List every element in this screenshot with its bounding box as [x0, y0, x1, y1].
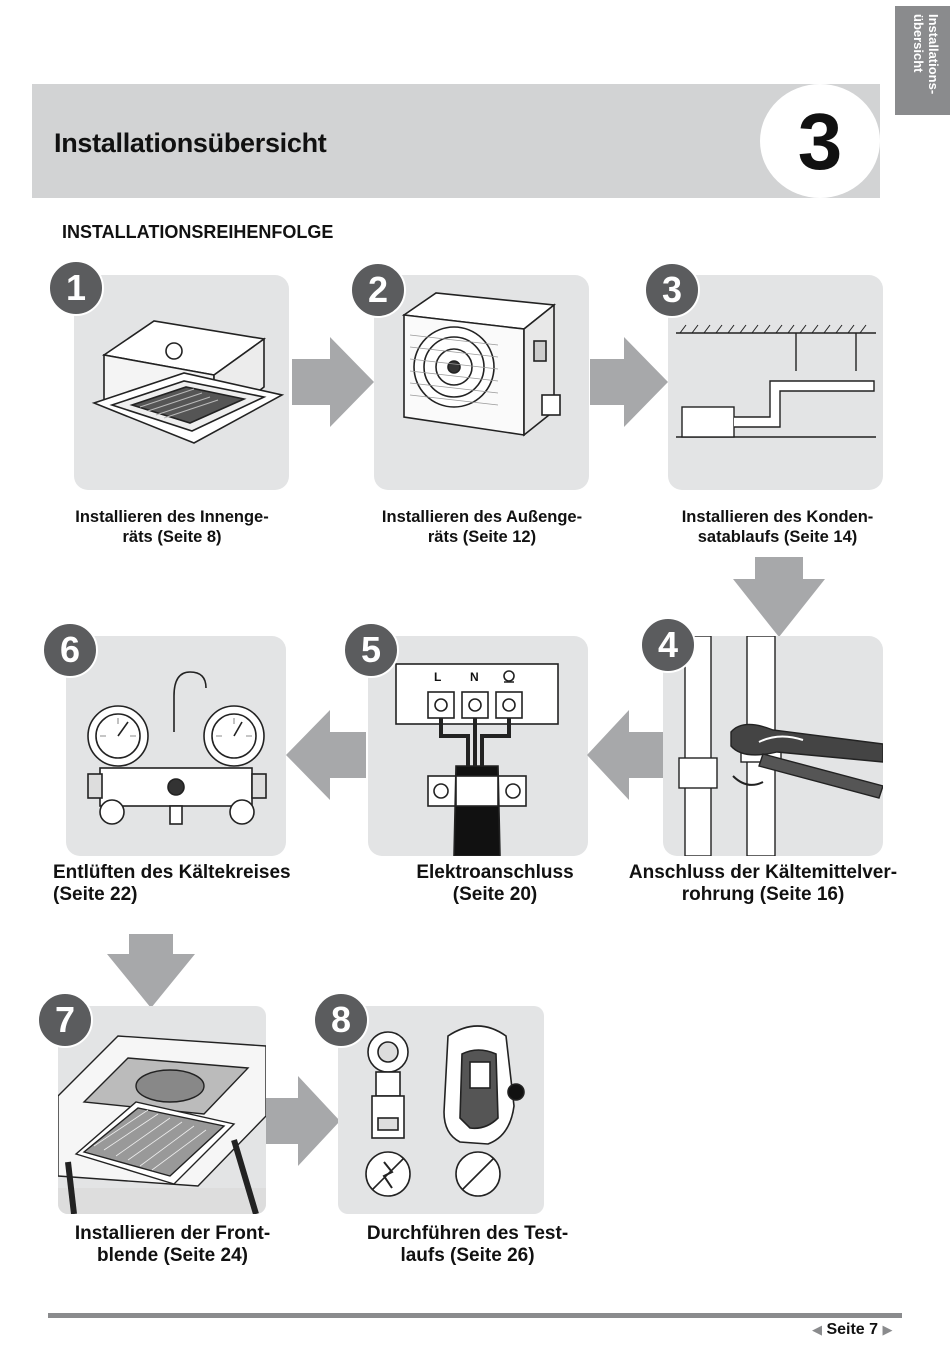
- terminal-label-n: N: [470, 670, 479, 684]
- pipe-wrench-icon: [678, 636, 883, 856]
- step-2-panel: [374, 275, 589, 490]
- arrow-down-icon: [733, 557, 825, 637]
- cassette-indoor-unit-icon: [91, 320, 285, 444]
- side-tab-line-2: übersicht: [911, 14, 926, 73]
- step-7-caption-line-2: blende (Seite 24): [97, 1245, 248, 1266]
- manifold-gauge-icon: [87, 671, 267, 825]
- step-7-caption-line-1: Installieren der Front-: [74, 1223, 271, 1244]
- arrow-left-icon: [587, 710, 663, 800]
- step-4-caption-line-1: Anschluss der Kältemittelver-: [628, 862, 898, 883]
- step-5-badge: 5: [343, 622, 399, 678]
- step-3-caption-line-1: Installieren des Konden-: [681, 508, 874, 526]
- step-5-caption: Elektroanschluss (Seite 20): [365, 862, 625, 906]
- page-title: Installationsübersicht: [54, 128, 327, 158]
- front-panel-icon: [58, 1035, 266, 1214]
- section-title: INSTALLATIONSREIHENFOLGE: [62, 222, 334, 242]
- step-8-panel: [338, 1006, 544, 1214]
- step-2-caption-line-1: Installieren des Außenge-: [381, 508, 583, 526]
- side-tab-label: Installations- übersicht: [901, 14, 941, 109]
- step-6-panel: [66, 636, 286, 856]
- prev-page-icon[interactable]: ◀: [812, 1322, 822, 1337]
- step-1-caption-line-1: Installieren des Innenge-: [75, 508, 269, 526]
- step-8-caption-line-1: Durchführen des Test-: [366, 1223, 569, 1244]
- step-6-caption-line-1: Entlüften des Kältekreises: [53, 862, 291, 883]
- step-8-caption-line-2: laufs (Seite 26): [400, 1245, 535, 1266]
- terminal-label-l: L: [434, 670, 442, 684]
- arrow-right-icon: [590, 337, 668, 427]
- step-7-badge: 7: [37, 992, 93, 1048]
- step-1-panel: [74, 275, 289, 490]
- step-6-badge: 6: [42, 622, 98, 678]
- step-8-caption: Durchführen des Test- laufs (Seite 26): [340, 1223, 595, 1267]
- test-meters-icon: [365, 1025, 525, 1197]
- step-7-caption: Installieren der Front- blende (Seite 24…: [50, 1223, 295, 1267]
- step-6-caption: Entlüften des Kältekreises (Seite 22): [53, 862, 313, 906]
- step-4-badge: 4: [640, 617, 696, 673]
- step-5-caption-line-2: (Seite 20): [452, 884, 538, 905]
- chapter-circle: [760, 84, 880, 198]
- step-1-badge: 1: [48, 260, 104, 316]
- outdoor-unit-icon: [401, 292, 561, 437]
- step-2-caption: Installieren des Außenge- räts (Seite 12…: [362, 507, 602, 547]
- step-3-badge: 3: [644, 262, 700, 318]
- step-5-caption-line-1: Elektroanschluss: [416, 862, 574, 883]
- arrow-down-icon: [107, 934, 195, 1008]
- step-1-caption: Installieren des Innenge- räts (Seite 8): [52, 507, 292, 547]
- step-8-badge: 8: [313, 992, 369, 1048]
- chapter-side-tab: Installations- übersicht: [895, 6, 950, 115]
- page-number: Seite 7: [826, 1321, 879, 1338]
- chapter-number: 3: [797, 97, 843, 186]
- next-page-icon[interactable]: ▶: [882, 1322, 893, 1337]
- step-4-caption: Anschluss der Kältemittelver- rohrung (S…: [622, 862, 904, 906]
- page-footer: ◀ Seite 7 ▶: [812, 1321, 893, 1339]
- footer-rule: [48, 1313, 902, 1318]
- arrow-left-icon: [286, 710, 366, 800]
- step-3-caption-line-2: satablaufs (Seite 14): [697, 528, 858, 546]
- side-tab-line-1: Installations-: [926, 14, 941, 95]
- step-7-panel: [58, 1006, 266, 1214]
- step-1-caption-line-2: räts (Seite 8): [122, 528, 222, 546]
- step-2-badge: 2: [350, 262, 406, 318]
- terminal-block-icon: [395, 663, 559, 856]
- arrow-right-icon: [266, 1076, 340, 1166]
- step-2-caption-line-2: räts (Seite 12): [427, 528, 537, 546]
- step-6-caption-line-2: (Seite 22): [53, 884, 138, 905]
- step-3-caption: Installieren des Konden- satablaufs (Sei…: [655, 507, 900, 547]
- step-5-panel: L N: [368, 636, 588, 856]
- header-band: [32, 84, 880, 198]
- arrow-right-icon: [292, 337, 374, 427]
- drain-pipe-icon: [676, 324, 876, 438]
- step-4-caption-line-2: rohrung (Seite 16): [681, 884, 845, 905]
- step-4-panel: [663, 636, 883, 856]
- step-3-panel: [668, 275, 883, 490]
